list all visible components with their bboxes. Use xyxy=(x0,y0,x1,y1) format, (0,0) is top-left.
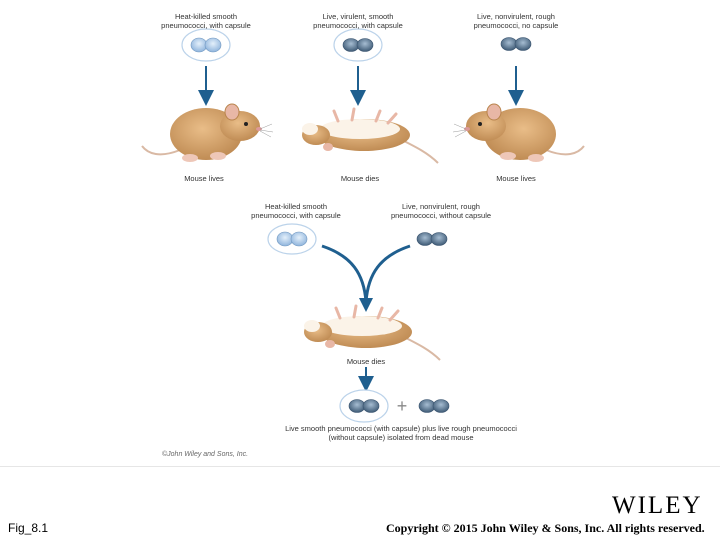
label-heat-killed-smooth-2: Heat-killed smooth pneumococci, with cap… xyxy=(251,202,341,220)
mouse-alive-2 xyxy=(452,103,585,163)
experiment1-col1 xyxy=(141,28,274,163)
experiment1-col3 xyxy=(452,37,585,163)
mouse-alive-1 xyxy=(141,103,274,163)
label-heat-killed-smooth: Heat-killed smooth pneumococci, with cap… xyxy=(161,12,251,30)
recovered-rough-cell xyxy=(418,399,450,413)
outcome-mouse-lives-1: Mouse lives xyxy=(184,174,224,183)
outcome-mouse-dies-1: Mouse dies xyxy=(340,174,380,183)
experiment2 xyxy=(267,223,450,423)
label-live-nonvirulent-rough-2: Live, nonvirulent, rough pneumococci, wi… xyxy=(390,202,492,220)
experiment1-col2 xyxy=(300,28,440,165)
mouse-dead-1 xyxy=(300,107,440,165)
arrow-head xyxy=(359,298,373,312)
label-live-virulent-smooth: Live, virulent, smooth pneumococci, with… xyxy=(313,12,403,30)
outcome-mouse-lives-2: Mouse lives xyxy=(496,174,536,183)
live-rough-cell xyxy=(416,232,448,246)
footer-divider xyxy=(0,466,720,467)
wiley-logo: WILEY xyxy=(612,492,703,519)
figure-label: Fig_8.1 xyxy=(8,521,49,535)
image-credit: ©John Wiley and Sons, Inc. xyxy=(162,451,249,458)
outcome-mouse-dies-2: Mouse dies xyxy=(346,357,386,366)
mouse-dead-2 xyxy=(302,304,442,362)
plus-sign: + xyxy=(396,396,408,416)
live-rough-cell xyxy=(500,37,532,51)
converging-arrow-right xyxy=(364,244,411,303)
label-live-nonvirulent-rough: Live, nonvirulent, rough pneumococci, no… xyxy=(473,12,559,30)
converging-arrow-left xyxy=(321,244,368,303)
result-caption: Live smooth pneumococci (with capsule) p… xyxy=(285,424,517,442)
copyright-notice: Copyright © 2015 John Wiley & Sons, Inc.… xyxy=(386,521,705,535)
